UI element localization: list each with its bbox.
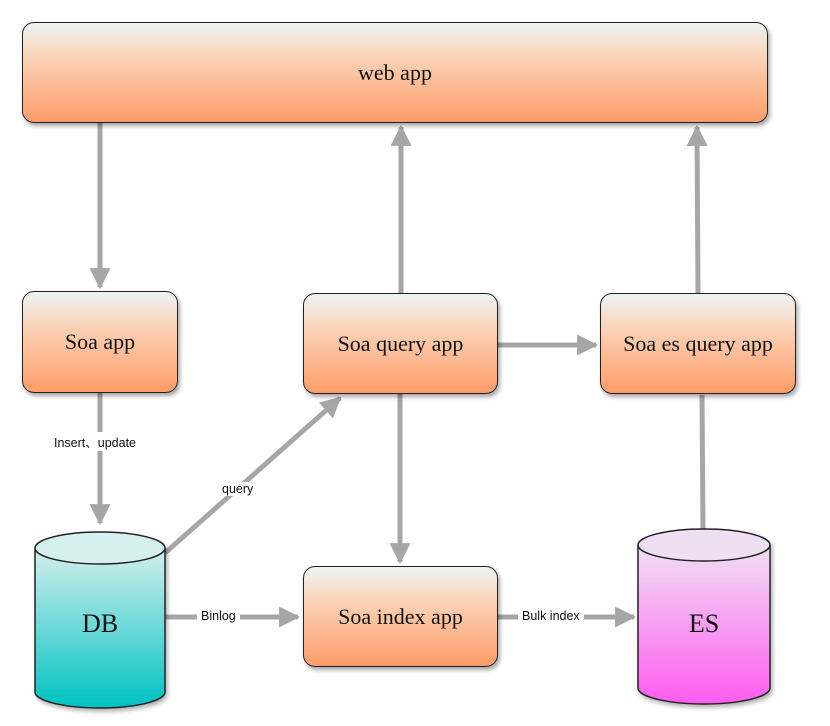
web-app-label: web app <box>358 59 432 85</box>
line-es-to-esquery <box>699 394 706 531</box>
bulk-index-label: Bulk index <box>518 609 584 623</box>
arrow-db-to-soaquery <box>163 396 342 555</box>
es-label: ES <box>688 609 720 638</box>
soa-query-app-label: Soa query app <box>337 330 464 356</box>
soa-es-query-app-node: Soa es query app <box>600 293 796 394</box>
query-label: query <box>218 482 258 496</box>
soa-app-label: Soa app <box>64 329 136 354</box>
insert-update-label: Insert、update <box>50 432 140 451</box>
soa-app-node: Soa app <box>22 291 178 393</box>
soa-index-app-node: Soa index app <box>303 566 498 667</box>
soa-es-query-app-label: Soa es query app <box>623 330 773 356</box>
binlog-label: Binlog <box>197 609 240 623</box>
db-label: DB <box>81 609 119 638</box>
soa-query-app-node: Soa query app <box>303 293 498 394</box>
arrow-esquery-to-webapp <box>686 124 708 294</box>
soa-index-app-label: Soa index app <box>338 603 463 629</box>
es-cylinder <box>637 528 771 705</box>
db-cylinder <box>34 531 166 709</box>
web-app-node: web app <box>22 22 768 123</box>
